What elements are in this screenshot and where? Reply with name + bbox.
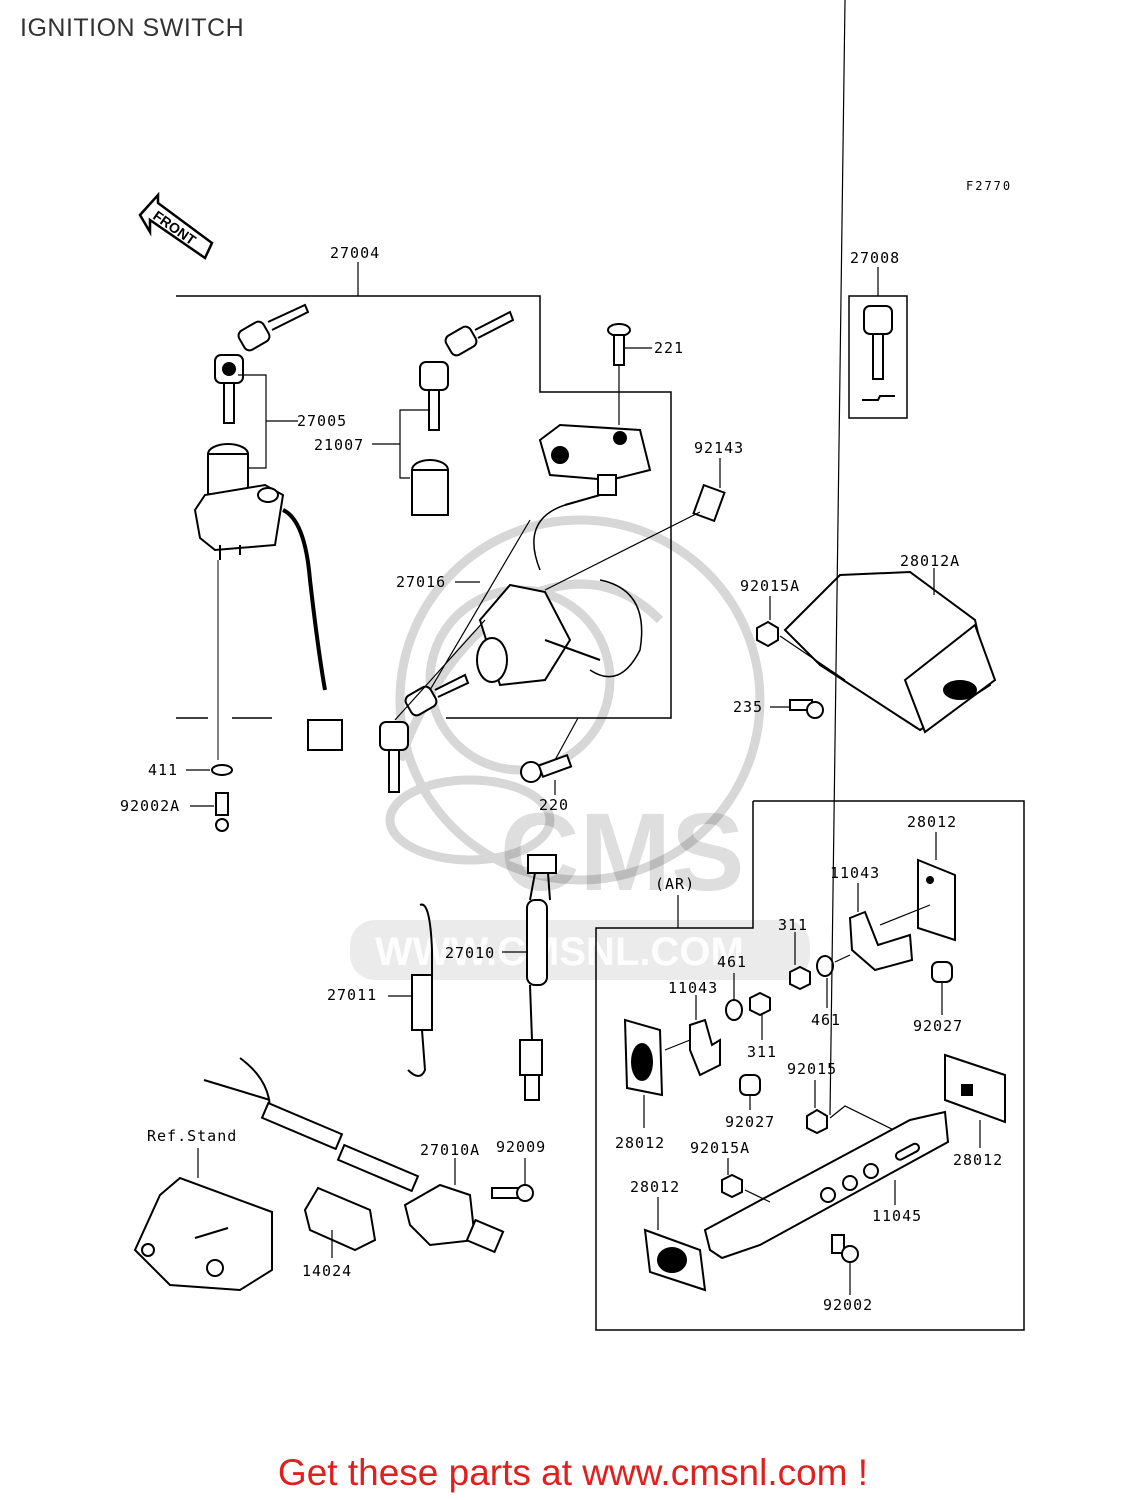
ignition-lock-icon: [193, 443, 285, 560]
part-27010A-label[interactable]: 27010A: [420, 1141, 480, 1159]
ref-stand-label: Ref.Stand: [147, 1127, 237, 1145]
spring-27011-icon: [407, 903, 433, 1077]
bracket-11045-icon: [703, 1110, 950, 1260]
reflector-28012-a-icon: [917, 858, 956, 942]
reflector-28012-c-icon: [944, 1053, 1006, 1124]
washer-411-icon: [211, 764, 233, 776]
bracket-11043-a-icon: [848, 910, 914, 972]
part-92015-label[interactable]: 92015: [787, 1060, 837, 1078]
part-27010-label[interactable]: 27010: [445, 944, 495, 962]
collar-92027-a-icon: [931, 961, 953, 983]
part-220-label[interactable]: 220: [539, 796, 569, 814]
nut-92015A-bottom-icon: [721, 1173, 743, 1199]
stop-switch-27010-icon: [519, 854, 557, 1101]
part-27016-label[interactable]: 27016: [396, 573, 446, 591]
part-235-label[interactable]: 235: [733, 698, 763, 716]
part-311-a-label[interactable]: 311: [778, 916, 808, 934]
part-92002A-label[interactable]: 92002A: [120, 797, 180, 815]
part-92009-label[interactable]: 92009: [496, 1138, 546, 1156]
part-27005-label[interactable]: 27005: [297, 412, 347, 430]
bracket-14024-icon: [303, 1186, 377, 1252]
bracket-11043-b-icon: [689, 1018, 721, 1077]
front-arrow-icon: FRONT: [138, 191, 214, 260]
bolt-235-icon: [789, 699, 824, 719]
reflector-28012-d-icon: [643, 1228, 707, 1292]
part-92143-label[interactable]: 92143: [694, 439, 744, 457]
part-411-label[interactable]: 411: [148, 761, 178, 779]
part-92027-b-label[interactable]: 92027: [725, 1113, 775, 1131]
part-92027-a-label[interactable]: 92027: [913, 1017, 963, 1035]
part-11045-label[interactable]: 11045: [872, 1207, 922, 1225]
washer-461-a-icon: [816, 955, 834, 977]
assembly-outline-27004: [176, 295, 672, 719]
screw-220-icon: [520, 753, 573, 783]
reflector-28012-b-icon: [623, 1018, 664, 1097]
part-28012A-label[interactable]: 28012A: [900, 552, 960, 570]
connector-icon: [307, 719, 343, 751]
bolt-92002A-icon: [215, 792, 229, 832]
footer-link[interactable]: Get these parts at www.cmsnl.com !: [277, 1452, 869, 1493]
key-set-left-icon: [214, 303, 310, 424]
part-92015A-bottom-label[interactable]: 92015A: [690, 1139, 750, 1157]
figure-code: F2770: [966, 179, 1012, 193]
part-92002-label[interactable]: 92002: [823, 1296, 873, 1314]
part-27004-label[interactable]: 27004: [330, 244, 380, 262]
footer-cta[interactable]: Get these parts at www.cmsnl.com !: [0, 1452, 1146, 1494]
nut-92015A-icon: [756, 620, 779, 648]
part-28012-c-label[interactable]: 28012: [953, 1151, 1003, 1169]
ar-option-box: [595, 800, 1025, 1331]
nut-311-a-icon: [789, 965, 811, 991]
screw-221-icon: [607, 323, 631, 366]
part-11043-b-label[interactable]: 11043: [668, 979, 718, 997]
part-28012-b-label[interactable]: 28012: [615, 1134, 665, 1152]
bolt-92009-icon: [491, 1184, 534, 1202]
neutral-switch-27010A-icon: [203, 1057, 505, 1254]
part-461-b-label[interactable]: 461: [811, 1011, 841, 1029]
stand-reference-icon: [133, 1176, 273, 1292]
part-11043-a-label[interactable]: 11043: [830, 864, 880, 882]
switch-body-icon: [476, 423, 652, 687]
part-21007-label[interactable]: 21007: [314, 436, 364, 454]
part-14024-label[interactable]: 14024: [302, 1262, 352, 1280]
part-92015A-top-label[interactable]: 92015A: [740, 577, 800, 595]
part-311-b-label[interactable]: 311: [747, 1043, 777, 1061]
part-461-a-label[interactable]: 461: [717, 953, 747, 971]
switch-wire: [282, 508, 327, 691]
washer-461-b-icon: [725, 999, 743, 1021]
part-221-label[interactable]: 221: [654, 339, 684, 357]
watermark-text: CMS: [500, 791, 744, 914]
bolt-92002-icon: [831, 1234, 859, 1263]
part-28012-d-label[interactable]: 28012: [630, 1178, 680, 1196]
nut-92015-icon: [806, 1108, 828, 1135]
key-blank-icon: [862, 305, 895, 401]
part-28012-a-label[interactable]: 28012: [907, 813, 957, 831]
collar-92027-b-icon: [739, 1074, 761, 1096]
nut-311-b-icon: [749, 991, 771, 1017]
key-set-middle-icon: [411, 310, 515, 516]
part-27008-label[interactable]: 27008: [850, 249, 900, 267]
part-27011-label[interactable]: 27011: [327, 986, 377, 1004]
page-title: IGNITION SWITCH: [20, 14, 245, 42]
key-set-bottom-icon: [379, 673, 470, 793]
ar-label: (AR): [655, 875, 695, 893]
collar-92143-icon: [692, 483, 726, 523]
watermark-url: WWW.CMSNL.COM: [375, 930, 744, 974]
